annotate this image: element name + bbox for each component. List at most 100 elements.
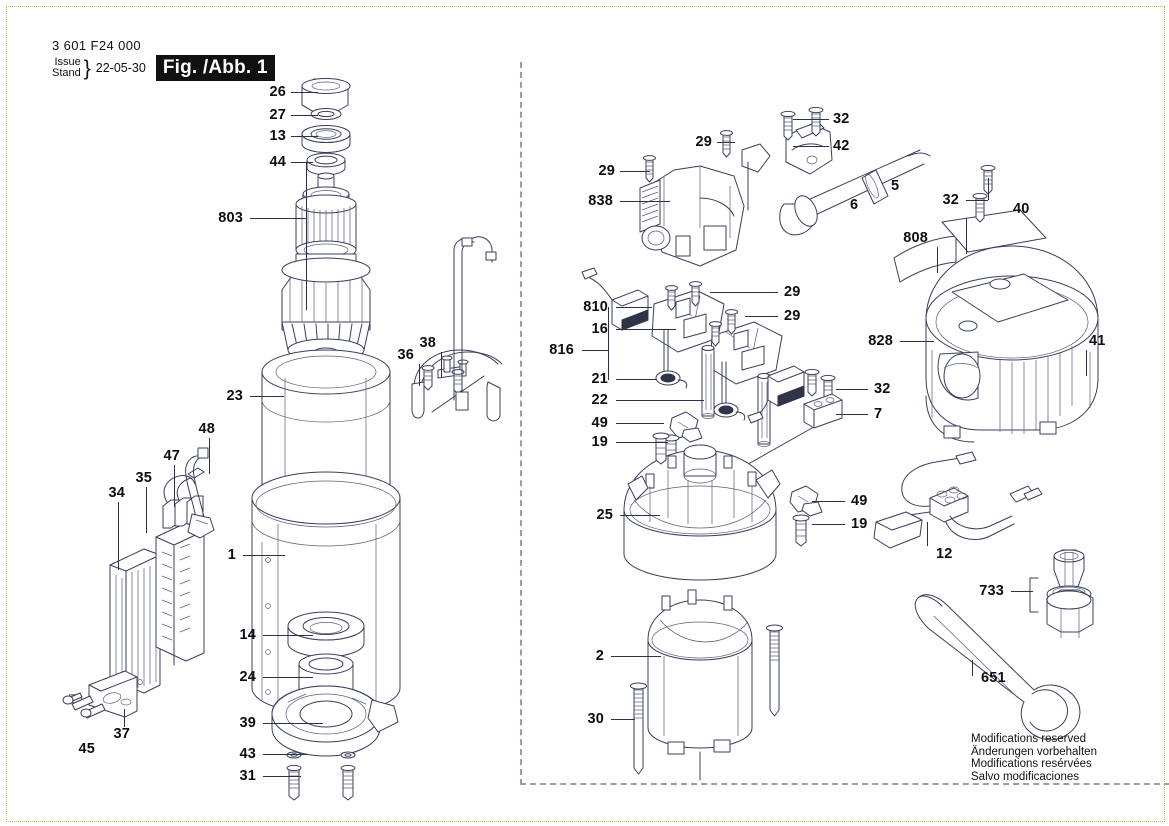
leader-line [291,162,313,164]
leader-line [972,660,974,676]
stand-label: Stand [52,67,81,79]
part-2-lower-housing [648,590,752,780]
callout-32: 32 [874,381,891,397]
part-651-wrench [915,595,1080,740]
leader-line [291,115,318,117]
part-42-cable-clamp [786,122,832,174]
header-block: 3 601 F24 000 Issue Stand } 22-05-30 Fig… [52,38,275,81]
part-29-screws-holder [666,282,738,346]
callout-808: 808 [903,230,928,246]
callout-26: 26 [269,84,286,100]
callout-43: 43 [239,746,256,762]
leader-line [836,389,868,391]
notice-line-de: Änderungen vorbehalten [971,745,1097,758]
leader-line [291,136,318,138]
leader-line [243,555,285,557]
leader-line [1011,591,1033,593]
callout-39: 39 [239,715,256,731]
leader-line [250,396,284,398]
callout-803: 803 [218,210,243,226]
part-810-carbon-brush-right [748,366,804,423]
brace-glyph: } [83,56,91,80]
callout-25: 25 [596,507,613,523]
part-40-nameplate [942,210,1046,252]
callout-24: 24 [239,669,256,685]
part-810-carbon-brush [582,268,648,330]
callout-29: 29 [598,163,615,179]
leader-line [616,307,652,309]
part-5-6-power-cord [780,150,930,235]
callout-30: 30 [587,711,604,727]
part-35-brush-plate [156,523,204,665]
leader-line [441,352,443,378]
leader-line [616,329,676,331]
leader-line [250,218,306,220]
leader-line [608,307,610,380]
leader-line [146,487,148,533]
leader-line [793,119,829,121]
callout-21: 21 [591,371,608,387]
leader-line [174,465,176,507]
callout-816: 816 [549,342,574,358]
leader-line [793,146,829,148]
callout-810: 810 [583,299,608,315]
leader-line [124,709,126,727]
callout-651: 651 [981,670,1006,686]
callout-32: 32 [942,192,959,208]
callout-23: 23 [226,388,243,404]
part-13-ball-bearing [302,126,350,153]
leader-line [209,438,211,474]
part-16-brush-holder-right [710,322,782,406]
leader-line [812,501,845,503]
callout-7: 7 [874,406,883,422]
leader-line [616,442,668,444]
part-27-o-ring [311,109,341,120]
issue-label: Issue [54,56,81,68]
callout-2: 2 [595,648,604,664]
part-7-terminal-block [734,394,842,472]
leader-line [900,341,934,343]
leader-line [966,218,968,254]
part-48-cable [186,448,214,538]
leader-line [717,142,735,144]
callout-27: 27 [269,107,286,123]
leader-line [611,656,661,658]
callout-5: 5 [891,178,900,194]
leader-line [836,414,868,416]
part-39-base-bracket [272,686,398,756]
callout-41: 41 [1089,333,1106,349]
part-23-motor-housing-upper [262,350,390,496]
part-838-switch-module [640,144,770,266]
callout-31: 31 [239,768,256,784]
callout-1: 1 [227,547,236,563]
leader-line [118,502,120,570]
callout-36: 36 [397,347,414,363]
callout-38: 38 [419,335,436,351]
figure-tag: Fig. /Abb. 1 [155,55,275,81]
callout-19: 19 [591,434,608,450]
callout-35: 35 [135,470,152,486]
callout-49: 49 [851,493,868,509]
leader-line [291,92,318,94]
leader-line [988,178,990,200]
callout-29: 29 [695,134,712,150]
leader-line [616,379,656,381]
callout-29: 29 [784,308,801,324]
callout-12: 12 [936,546,953,562]
part-26-nut [302,79,350,113]
part-44-shim-ring [307,153,345,175]
callout-733: 733 [979,583,1004,599]
leader-line [611,719,635,721]
callout-838: 838 [588,193,613,209]
guide-rod-wire [454,237,496,410]
callout-45: 45 [78,741,95,757]
part-803-armature [282,173,370,390]
callout-44: 44 [269,154,286,170]
part-828-motor-cover [926,246,1098,442]
leader-line [263,723,323,725]
part-29-screws-switch [644,131,733,182]
callout-37: 37 [113,726,130,742]
leader-line [263,677,313,679]
